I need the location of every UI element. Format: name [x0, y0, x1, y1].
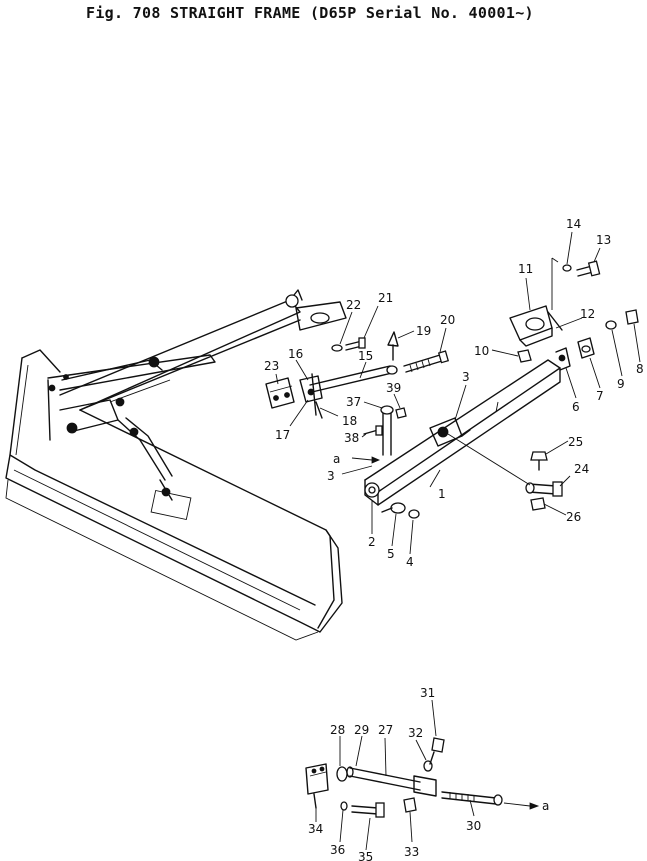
callout-31: 31 [420, 686, 435, 700]
callout-11: 11 [518, 262, 533, 276]
connector-label-a-bottom: a [542, 799, 549, 813]
callout-9: 9 [617, 377, 625, 391]
callout-17: 17 [275, 428, 290, 442]
right-frame [364, 257, 639, 519]
callout-32: 32 [408, 726, 423, 740]
callout-19: 19 [416, 324, 431, 338]
callout-34: 34 [308, 822, 323, 836]
callout-12: 12 [580, 307, 595, 321]
callout-6: 6 [572, 400, 580, 414]
callout-4: 4 [406, 555, 414, 569]
callout-26: 26 [566, 510, 581, 524]
callout-24: 24 [574, 462, 589, 476]
callout-39: 39 [386, 381, 401, 395]
connector-label-a-top: a [333, 452, 340, 466]
callout-22: 22 [346, 298, 361, 312]
connector-a-top: a [333, 452, 381, 466]
figure-title: Fig. 708 STRAIGHT FRAME (D65P Serial No.… [86, 4, 534, 22]
callout-27: 27 [378, 723, 393, 737]
callout-33: 33 [404, 845, 419, 859]
callout-7: 7 [596, 389, 604, 403]
callout-18: 18 [342, 414, 357, 428]
callout-23: 23 [264, 359, 279, 373]
callout-30: 30 [466, 819, 481, 833]
callout-leaders [275, 231, 641, 851]
callout-numbers: 1 2 3 3 4 5 6 7 8 9 10 11 12 13 14 15 16… [264, 217, 644, 861]
callout-28: 28 [330, 723, 345, 737]
bottom-assembly: a [305, 737, 549, 818]
callout-29: 29 [354, 723, 369, 737]
callout-35: 35 [358, 850, 373, 861]
brace-assembly [265, 331, 450, 456]
callout-8: 8 [636, 362, 644, 376]
callout-20: 20 [440, 313, 455, 327]
callout-3-left: 3 [327, 469, 335, 483]
callout-21: 21 [378, 291, 393, 305]
callout-14: 14 [566, 217, 581, 231]
callout-37: 37 [346, 395, 361, 409]
callout-16: 16 [288, 347, 303, 361]
callout-2: 2 [368, 535, 376, 549]
callout-3-top: 3 [462, 370, 470, 384]
left-frame-arms [47, 289, 347, 481]
callout-10: 10 [474, 344, 489, 358]
callout-38: 38 [344, 431, 359, 445]
callout-5: 5 [387, 547, 395, 561]
blade-assembly [5, 349, 343, 641]
callout-13: 13 [596, 233, 611, 247]
callout-36: 36 [330, 843, 345, 857]
callout-25: 25 [568, 435, 583, 449]
callout-15: 15 [358, 349, 373, 363]
callout-1: 1 [438, 487, 446, 501]
